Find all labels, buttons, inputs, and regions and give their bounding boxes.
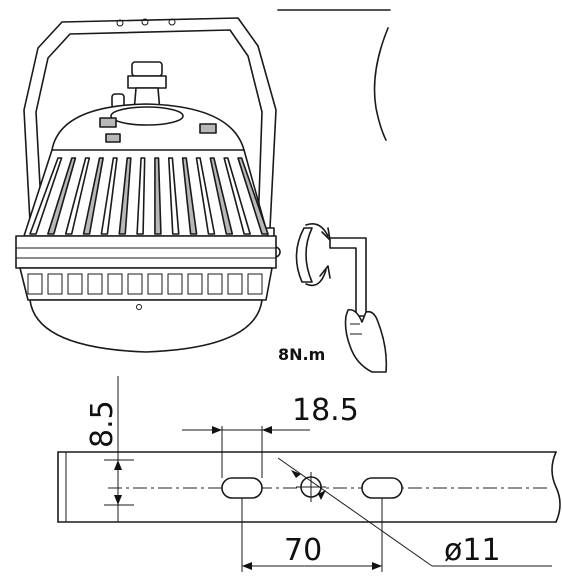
band-cell <box>167 273 183 295</box>
hole-diameter-dimension: ø11 <box>277 457 552 568</box>
height-dimension-label: 8.5 <box>85 400 120 448</box>
cable-gland <box>111 61 167 113</box>
hand-icon <box>344 308 388 373</box>
heatsink-fins <box>29 157 269 235</box>
band-cell <box>107 273 123 295</box>
cover-clip <box>199 123 217 134</box>
heatsink-fin <box>181 157 198 235</box>
band-cell <box>227 273 243 295</box>
clamp-ring <box>15 235 277 269</box>
spacing-label: 70 <box>284 533 322 568</box>
band-cell <box>207 273 223 295</box>
lower-band <box>19 267 273 301</box>
band-cell <box>147 273 163 295</box>
torque-label: 8N.m <box>278 345 325 364</box>
heatsink-fin <box>136 157 146 235</box>
slot-width-dimension: 18.5 <box>182 393 359 478</box>
cover-clip <box>99 117 117 128</box>
heatsink-fin <box>154 157 162 235</box>
slot-width-label: 18.5 <box>292 393 359 428</box>
rotation-arrows-icon <box>295 223 331 287</box>
lamp-drawing <box>15 17 281 353</box>
bracket-hole <box>168 18 176 26</box>
band-cell <box>47 273 63 295</box>
hole-diameter-label: ø11 <box>444 533 501 568</box>
band-cell <box>87 273 103 295</box>
height-dimension: 8.5 <box>85 376 134 522</box>
band-cell <box>127 273 143 295</box>
band-cell <box>27 273 43 295</box>
heatsink-fin <box>47 157 77 235</box>
heatsink-fin <box>195 157 216 235</box>
bracket-hole <box>116 19 124 27</box>
band-cell <box>247 273 263 295</box>
heatsink-fin <box>29 157 63 235</box>
bracket-hole <box>141 18 149 26</box>
mounting-plate-drawing: 8.5 18.5 70 ø11 <box>57 376 561 572</box>
slot-right <box>361 477 403 499</box>
band-cell <box>187 273 203 295</box>
hex-key-icon <box>329 237 367 317</box>
band-cell <box>67 273 83 295</box>
slot-left <box>221 477 263 499</box>
lower-band-cells <box>27 273 263 295</box>
heatsink-fin <box>100 157 118 235</box>
pole-reference <box>277 9 391 141</box>
heatsink-fin <box>167 157 180 235</box>
heatsink-fin <box>82 157 104 235</box>
heatsink-fin <box>64 157 91 235</box>
spacing-dimension: 70 <box>241 498 383 572</box>
cover-clip <box>105 133 121 143</box>
heatsink-fin <box>237 157 269 235</box>
heatsink-fin <box>223 157 251 235</box>
heatsink-fin <box>118 157 132 235</box>
heatsink-fin <box>209 157 234 235</box>
glass-globe <box>29 299 263 353</box>
